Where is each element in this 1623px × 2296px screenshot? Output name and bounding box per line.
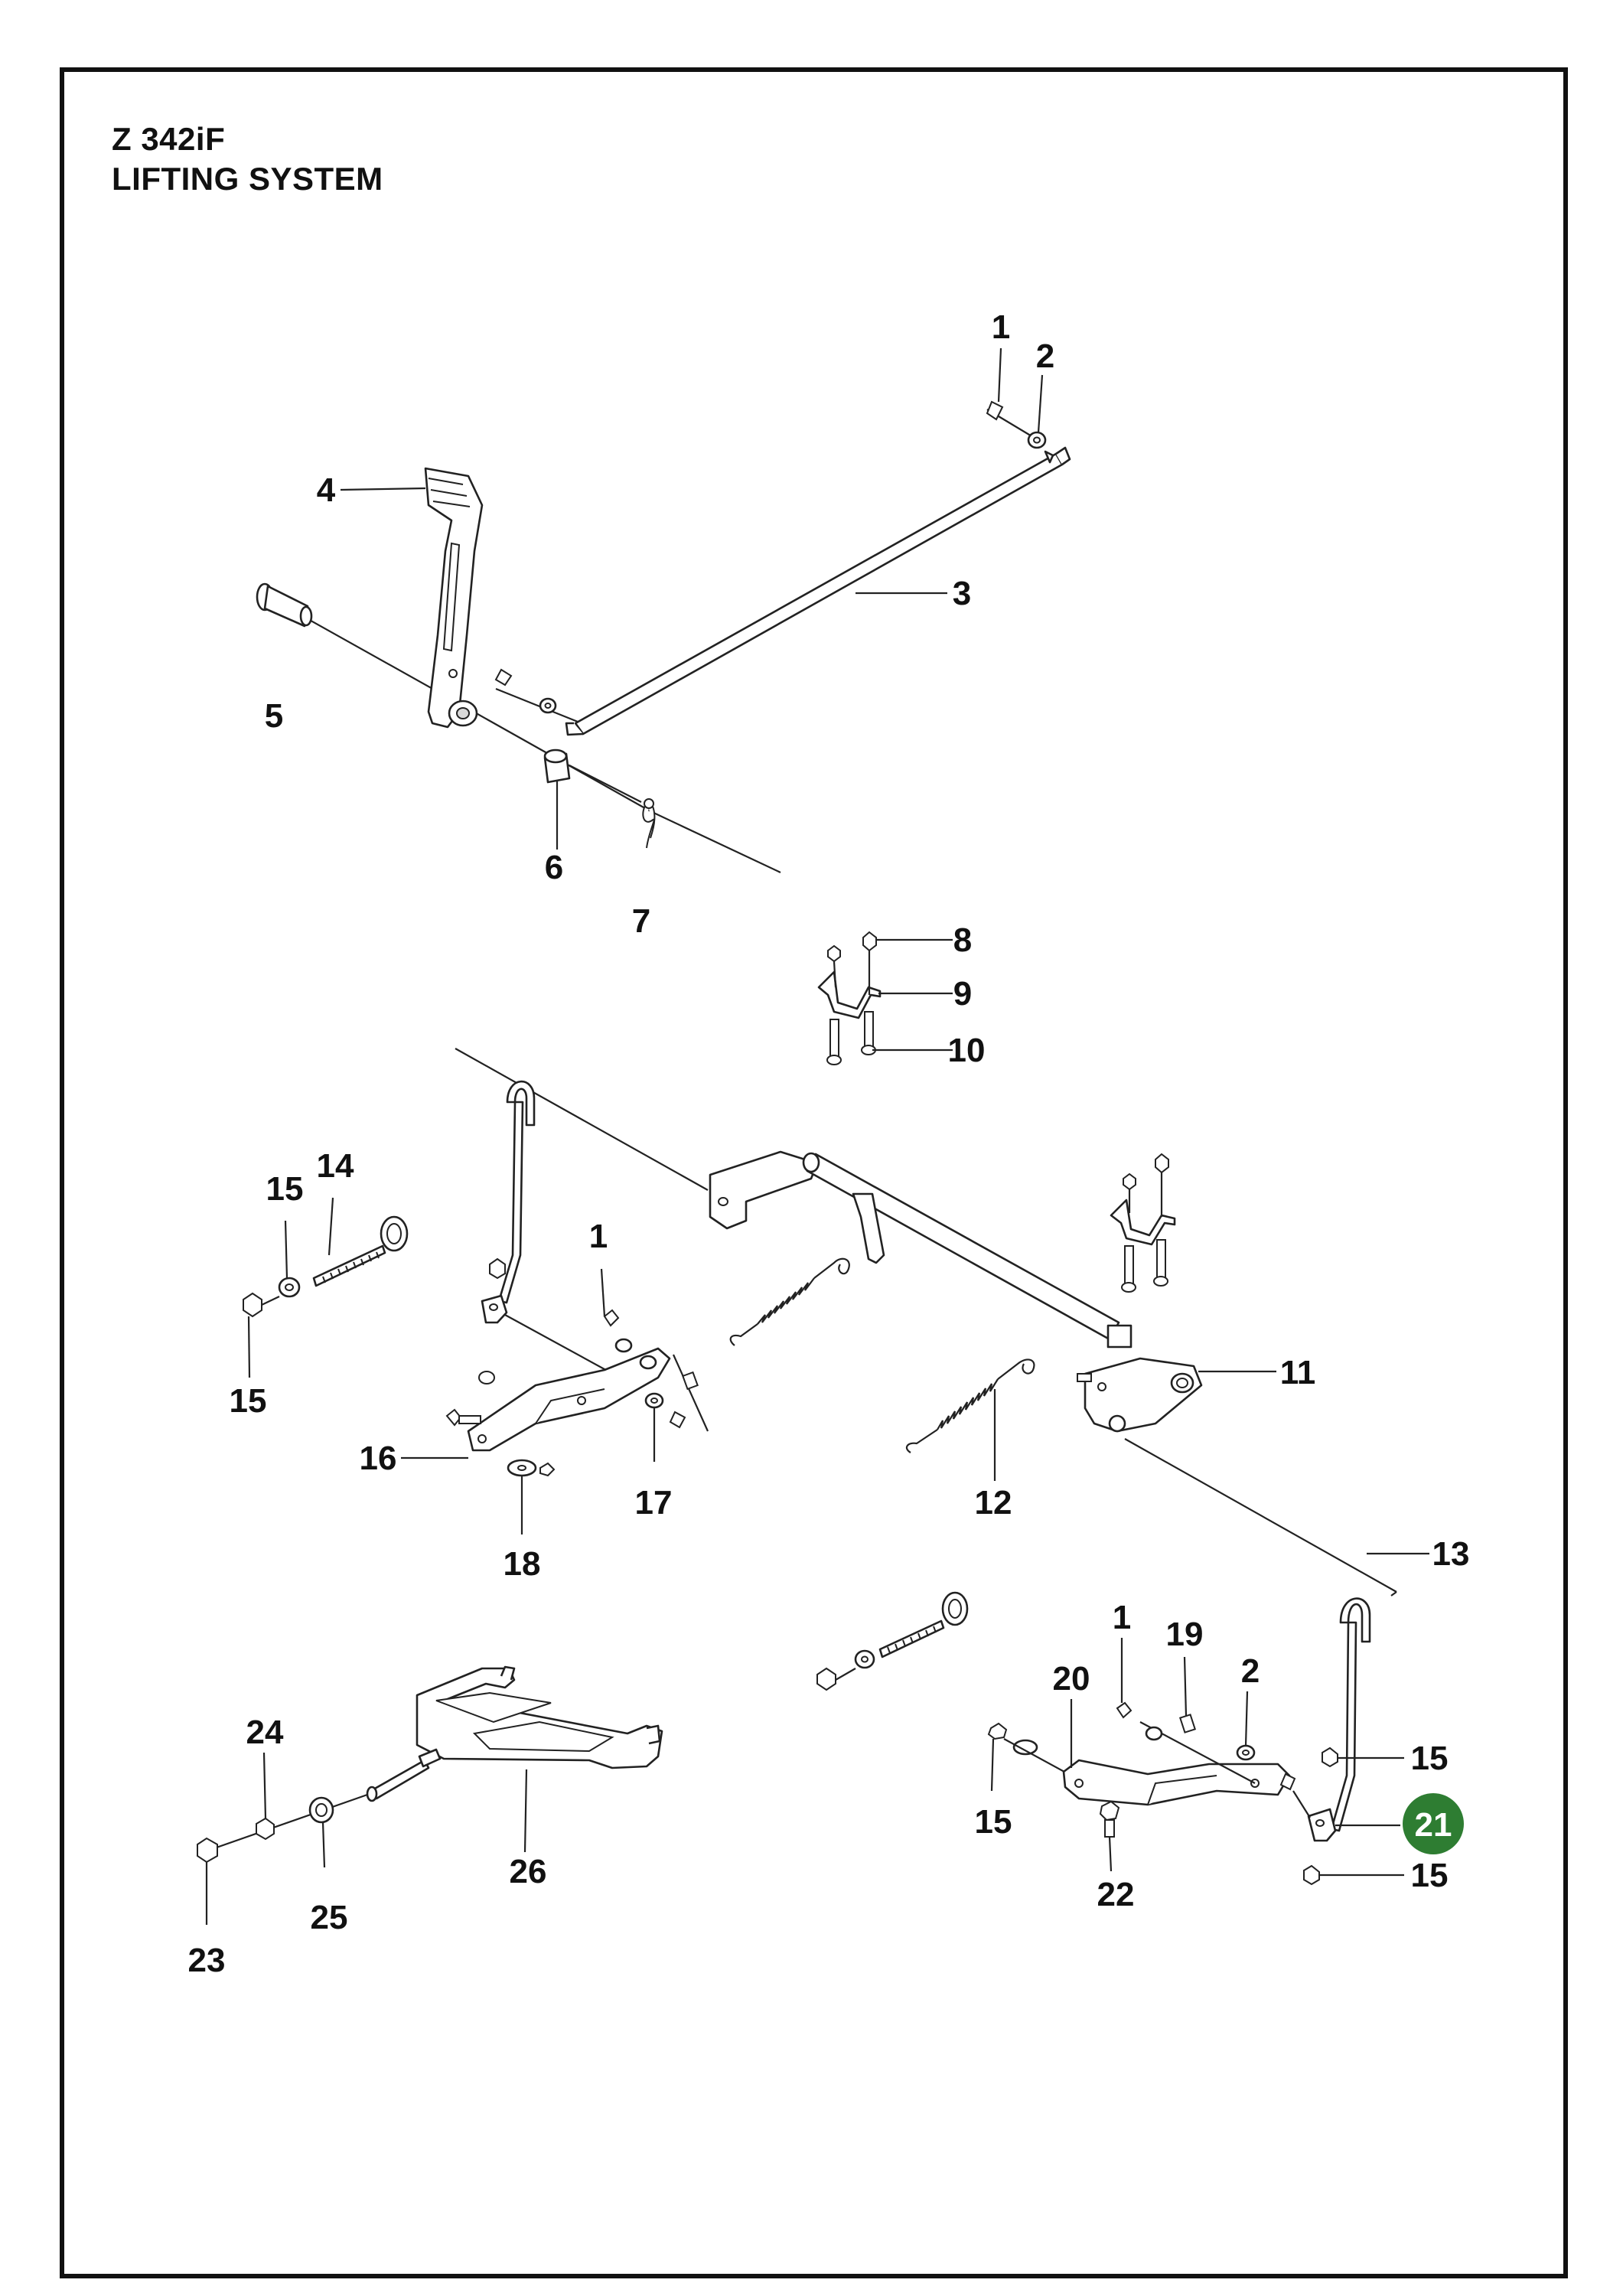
callout-16: 16: [360, 1440, 397, 1477]
lift-rod-part-3: [565, 446, 1071, 736]
callout-9: 9: [953, 975, 972, 1013]
callout-21: 21: [1415, 1806, 1452, 1844]
eyebolt-right: [816, 1591, 969, 1691]
bracket-assembly-right: [1110, 1153, 1176, 1293]
lift-link-part-13: [1124, 1438, 1429, 1832]
callout-13: 13: [1432, 1535, 1470, 1573]
pivot-pin-part-5: [256, 582, 313, 628]
spring-part-12-upper: [729, 1257, 850, 1346]
callout-11: 11: [1280, 1354, 1316, 1391]
callout-15-lower-left: 15: [230, 1382, 267, 1420]
spring-part-12-lower: [905, 1358, 1035, 1481]
callout-2-right: 2: [1241, 1652, 1260, 1690]
callout-23: 23: [188, 1942, 226, 1979]
callout-7: 7: [632, 902, 650, 940]
callout-6: 6: [545, 849, 563, 886]
pedal-arm-part-4: [424, 467, 484, 729]
highlight-badge-part-21: [1403, 1793, 1464, 1854]
callout-15-upper-left: 15: [266, 1170, 304, 1208]
callout-3: 3: [953, 575, 971, 612]
frame-hardware: [197, 1752, 368, 1925]
callout-5: 5: [265, 697, 283, 735]
callout-labels: 1 2 3 4 5 6 7 8 9 10 14 15 15 1 11 12 16…: [188, 308, 1470, 1979]
callout-12: 12: [975, 1484, 1012, 1521]
right-lift-arm-part-20: [987, 1701, 1338, 1886]
callout-15-right-bottom: 15: [1411, 1857, 1449, 1894]
callout-15-right-lower: 15: [975, 1803, 1012, 1841]
callout-1: 1: [992, 308, 1010, 346]
callout-2: 2: [1036, 338, 1054, 375]
system-title: LIFTING SYSTEM: [112, 161, 383, 197]
model-title: Z 342iF: [112, 121, 226, 157]
drawing-frame: [60, 67, 1568, 2278]
right-leaders: [990, 1638, 1404, 1877]
callout-17: 17: [635, 1484, 673, 1521]
callout-14: 14: [317, 1147, 354, 1185]
eyebolt-part-14-left: [243, 1197, 409, 1378]
callout-20: 20: [1053, 1660, 1090, 1698]
deck-lift-frame-part-26: [366, 1665, 663, 1853]
callout-24: 24: [246, 1714, 284, 1751]
callout-22: 22: [1097, 1876, 1135, 1913]
left-lift-arm-part-16: [445, 1257, 709, 1477]
bushing-part-6: [543, 748, 571, 784]
callout-18: 18: [504, 1545, 541, 1583]
bracket-assembly: [817, 931, 953, 1065]
lift-link-left: [497, 1080, 536, 1304]
pedal-assembly: [256, 400, 1071, 873]
lift-shaft-part-11: [455, 1048, 1276, 1433]
callout-1-right: 1: [1113, 1599, 1131, 1636]
callout-19: 19: [1166, 1616, 1204, 1653]
left-leaders: [401, 1268, 656, 1534]
callout-25: 25: [311, 1899, 348, 1936]
callout-10: 10: [948, 1032, 986, 1069]
callout-26: 26: [510, 1853, 547, 1890]
hair-pin-part-7: [642, 798, 656, 849]
upper-leaders: [340, 347, 1044, 850]
callout-1-middle: 1: [589, 1218, 608, 1255]
callout-8: 8: [953, 921, 972, 959]
callout-4: 4: [317, 471, 336, 509]
callout-15-right-upper: 15: [1411, 1740, 1449, 1777]
